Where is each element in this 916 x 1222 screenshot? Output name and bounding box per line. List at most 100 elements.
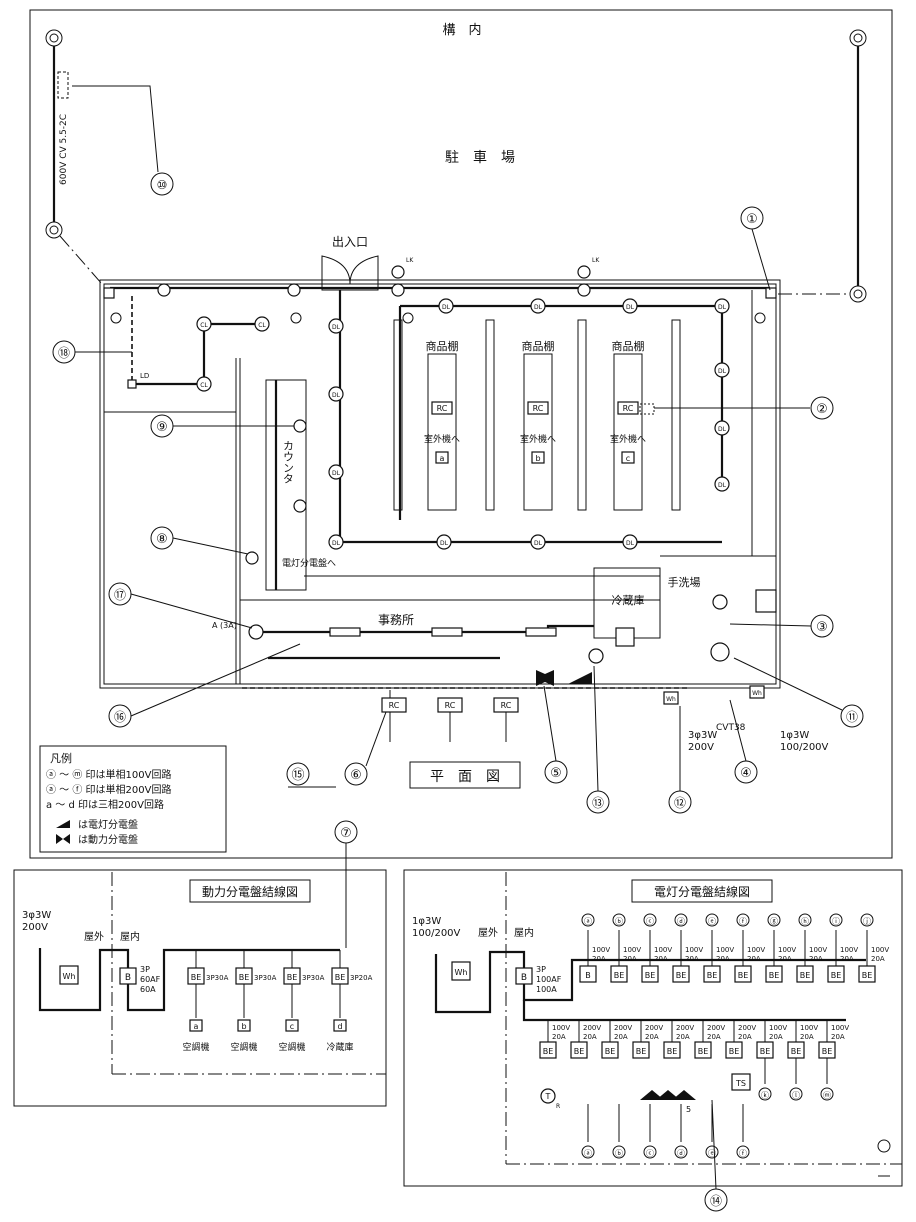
dl-fixture-label: DL (440, 540, 449, 547)
light-lower-tag-text: ⓛ (792, 1091, 800, 1100)
power-supply-line2: 200V (22, 922, 48, 933)
light-top-label: BE (614, 971, 625, 980)
light-top-spec: 100V (840, 946, 858, 954)
light-top-spec: 100V (623, 946, 641, 954)
rc-label: RC (533, 404, 544, 413)
parking-label: 駐 車 場 (445, 149, 515, 166)
supply-light-line1: 1φ3W (780, 730, 809, 741)
light-top-spec: 20A (716, 955, 730, 963)
power-branch-tag: d (337, 1022, 342, 1031)
light-top-spec: 20A (778, 955, 792, 963)
light-bottom-label: BE (574, 1047, 585, 1056)
light-top-spec: 20A (592, 955, 606, 963)
light-lower-tag: ⓛ (789, 1058, 803, 1101)
light-output-tag: ⓕ (739, 1149, 747, 1158)
dl-fixture-label: DL (534, 540, 543, 547)
entrance-label: 出入口 (332, 235, 368, 249)
light-bottom-spec: 20A (769, 1033, 783, 1041)
light-top-spec: 20A (654, 955, 668, 963)
light-bottom-spec: 20A (676, 1033, 690, 1041)
light-outdoor-label: 屋外 (478, 927, 498, 939)
callout-5: ⑤ (543, 685, 568, 784)
dl-fixture-label: DL (332, 470, 341, 477)
cl-fixture-label: CL (200, 382, 208, 389)
light-bottom-spec: 200V (645, 1024, 663, 1032)
callout-text: ⑪ (846, 710, 858, 724)
entrance-door: 出入口 (321, 235, 379, 291)
power-branch-load: 空調機 (182, 1041, 209, 1053)
light-top-spec: 20A (809, 955, 823, 963)
wh-meter-label: Wh (752, 690, 762, 697)
callout-text: ① (746, 212, 758, 227)
num5-label: 5 (686, 1105, 691, 1114)
light-top-spec: 100V (592, 946, 610, 954)
light-output: ⓑ (612, 1104, 626, 1159)
outdoor-label: 屋外 (84, 931, 104, 943)
light-main-spec: 3P (536, 965, 546, 974)
to-panel-label: 電灯分電盤へ (282, 557, 336, 569)
light-bottom-spec: 100V (552, 1024, 570, 1032)
callout-text: ⑮ (291, 768, 304, 783)
power-main-breaker-label: B (125, 973, 131, 983)
callout-9: ⑨ (150, 414, 294, 438)
light-top-spec: 100V (871, 946, 889, 954)
dl-fixture-label: DL (626, 304, 635, 311)
light-bottom-label: BE (760, 1047, 771, 1056)
callout-15: ⑮ (286, 762, 336, 788)
light-output: ⓒ (643, 1104, 657, 1159)
power-branch-be: BE (239, 973, 250, 982)
power-panel-icon (56, 834, 70, 844)
light-output-tag: ⓓ (677, 1149, 685, 1158)
light-lower-tag: ⓚ (758, 1058, 772, 1101)
campus-label: 構 内 (442, 22, 481, 38)
callout-text: ⑬ (592, 796, 604, 810)
light-output-tag: ⓔ (708, 1149, 716, 1158)
power-branch-tag: c (290, 1022, 294, 1031)
dl-fixture-label: DL (718, 426, 727, 433)
callout-text: ⑫ (674, 796, 686, 810)
counter-label: カウンタ (282, 440, 295, 484)
light-top-spec: 100V (685, 946, 703, 954)
supply-light-line2: 100/200V (780, 742, 829, 753)
light-bottom-label: BE (698, 1047, 709, 1056)
callout-text: ⑥ (350, 768, 362, 783)
power-branch-be: BE (335, 973, 346, 982)
callout-text: ⑰ (114, 588, 126, 602)
dl-fixture-label: DL (718, 482, 727, 489)
outdoor-lighting: 600V CV 5.5-2C (45, 29, 867, 303)
callout-text: ⑩ (157, 178, 168, 192)
callout-1: ① (740, 206, 771, 291)
light-output: ⓓ (674, 1104, 688, 1159)
indoor-label: 屋内 (120, 930, 140, 943)
shelf-tag: b (535, 454, 540, 463)
dl-fixtures: DL DL DL DL DL DL DL DL DL DL DL DL DL D… (328, 298, 730, 550)
fridge-label: 冷蔵庫 (612, 593, 645, 607)
cvt-label: CVT38 (716, 723, 746, 733)
light-top-spec: 20A (840, 955, 854, 963)
counter-area: カウンタ 電灯分電盤へ (245, 380, 336, 590)
light-top-label: BE (676, 971, 687, 980)
shelf-tag: c (626, 454, 630, 463)
light-bottom-spec: 200V (738, 1024, 756, 1032)
pole-top-right-icon (849, 29, 867, 47)
power-main-spec: 60A (140, 985, 156, 994)
light-top-label: BE (645, 971, 656, 980)
rc-outdoor-label: RC (501, 701, 512, 710)
light-top-spec: 100V (654, 946, 672, 954)
callouts: ① ② ③ ④ ⑤ ⑥ ⑦ ⑧ ⑨ ⑩ ⑪ ⑫ ⑬ ⑭ ⑮ ⑯ ⑰ ⑱ (52, 172, 864, 1212)
light-top-spec: 100V (747, 946, 765, 954)
cl-fixture-label: CL (258, 322, 266, 329)
callout-2: ② (810, 396, 834, 420)
office-room: 事務所 A (3A) (212, 613, 594, 660)
light-top-tag: ⓘ (832, 917, 840, 926)
callout-text: ⑯ (114, 710, 126, 724)
